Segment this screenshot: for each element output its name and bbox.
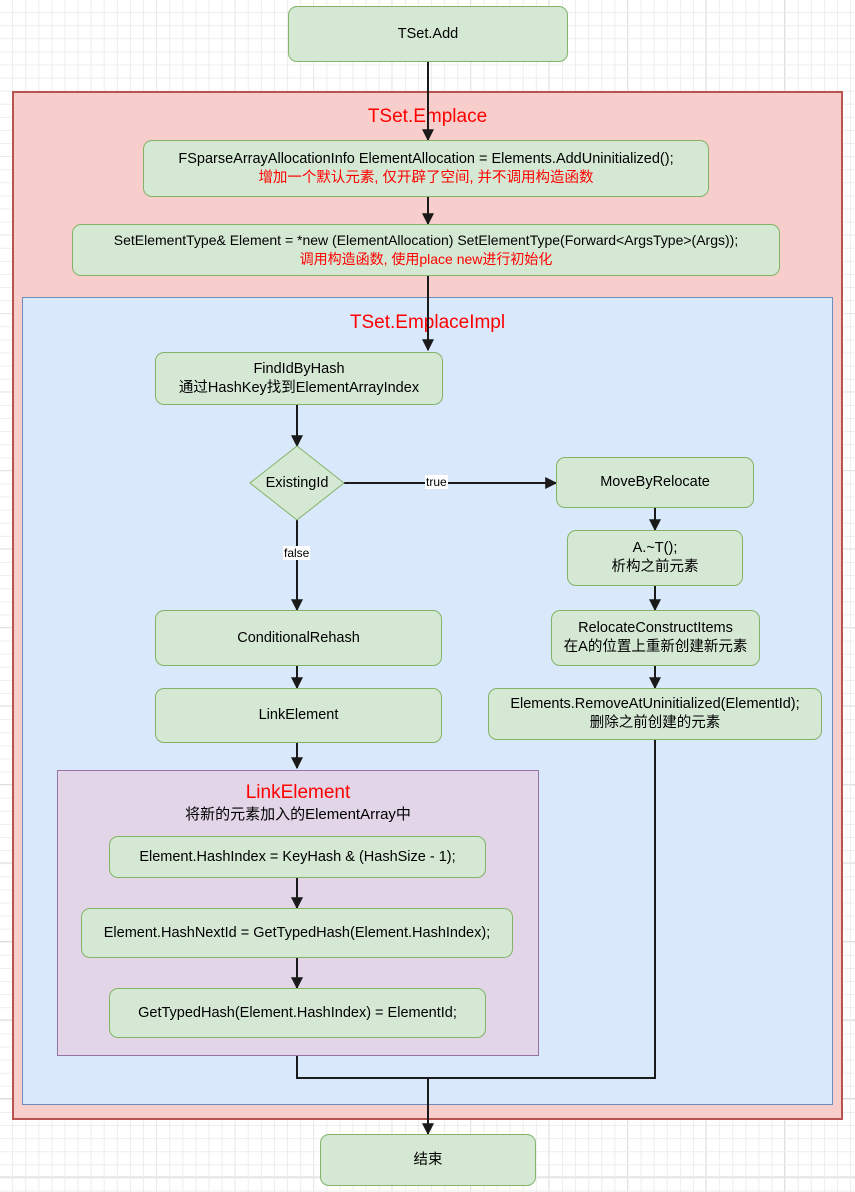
- node-find-id-by-hash-line2: 通过HashKey找到ElementArrayIndex: [178, 379, 420, 396]
- node-hash-next-id-assign[interactable]: Element.HashNextId = GetTypedHash(Elemen…: [81, 908, 513, 958]
- node-existing-id-label: ExistingId: [265, 475, 329, 491]
- node-existing-id-decision[interactable]: ExistingId: [250, 446, 344, 520]
- node-set-typed-hash-assign-label: GetTypedHash(Element.HashIndex) = Elemen…: [138, 1004, 457, 1021]
- node-remove-at-uninitialized-line1: Elements.RemoveAtUninitialized(ElementId…: [510, 696, 800, 712]
- edge-label-true: true: [425, 475, 448, 489]
- edge-right-merge: [428, 740, 656, 1079]
- node-hash-next-id-assign-label: Element.HashNextId = GetTypedHash(Elemen…: [103, 924, 491, 941]
- node-destruct-previous-line1: A.~T();: [632, 540, 678, 556]
- node-find-id-by-hash-line1: FindIdByHash: [253, 360, 345, 377]
- node-add-uninitialized-line2: 增加一个默认元素, 仅开辟了空间, 并不调用构造函数: [258, 169, 594, 186]
- node-conditional-rehash-label: ConditionalRehash: [237, 629, 360, 646]
- node-hash-index-assign-label: Element.HashIndex = KeyHash & (HashSize …: [139, 848, 456, 865]
- node-move-by-relocate[interactable]: MoveByRelocate: [556, 457, 754, 508]
- node-relocate-construct-items[interactable]: RelocateConstructItems 在A的位置上重新创建新元素: [551, 610, 760, 666]
- node-move-by-relocate-label: MoveByRelocate: [600, 474, 710, 490]
- existingid-decision-shape: [249, 445, 345, 521]
- node-link-element-call-label: LinkElement: [258, 707, 339, 723]
- node-destruct-previous[interactable]: A.~T(); 析构之前元素: [567, 530, 743, 586]
- node-placement-new-line1: SetElementType& Element = *new (ElementA…: [113, 232, 739, 248]
- node-link-element-call[interactable]: LinkElement: [155, 688, 442, 743]
- node-remove-at-uninitialized-line2: 删除之前创建的元素: [589, 715, 721, 731]
- node-end-label: 结束: [413, 1151, 443, 1168]
- node-remove-at-uninitialized[interactable]: Elements.RemoveAtUninitialized(ElementId…: [488, 688, 822, 740]
- node-conditional-rehash[interactable]: ConditionalRehash: [155, 610, 442, 666]
- node-relocate-construct-items-line1: RelocateConstructItems: [578, 620, 733, 636]
- node-placement-new-line2: 调用构造函数, 使用place new进行初始化: [299, 251, 553, 267]
- node-add-uninitialized-line1: FSparseArrayAllocationInfo ElementAlloca…: [178, 150, 674, 167]
- node-relocate-construct-items-line2: 在A的位置上重新创建新元素: [563, 639, 748, 655]
- edge-label-false: false: [283, 546, 311, 560]
- node-add-uninitialized[interactable]: FSparseArrayAllocationInfo ElementAlloca…: [143, 140, 709, 197]
- node-tset-add[interactable]: TSet.Add: [288, 6, 568, 62]
- edge-left-merge: [296, 1056, 428, 1079]
- node-tset-add-label: TSet.Add: [397, 25, 459, 42]
- node-end[interactable]: 结束: [320, 1134, 536, 1186]
- node-destruct-previous-line2: 析构之前元素: [611, 559, 699, 575]
- node-find-id-by-hash[interactable]: FindIdByHash 通过HashKey找到ElementArrayInde…: [155, 352, 443, 405]
- node-hash-index-assign[interactable]: Element.HashIndex = KeyHash & (HashSize …: [109, 836, 486, 878]
- node-set-typed-hash-assign[interactable]: GetTypedHash(Element.HashIndex) = Elemen…: [109, 988, 486, 1038]
- node-placement-new[interactable]: SetElementType& Element = *new (ElementA…: [72, 224, 780, 276]
